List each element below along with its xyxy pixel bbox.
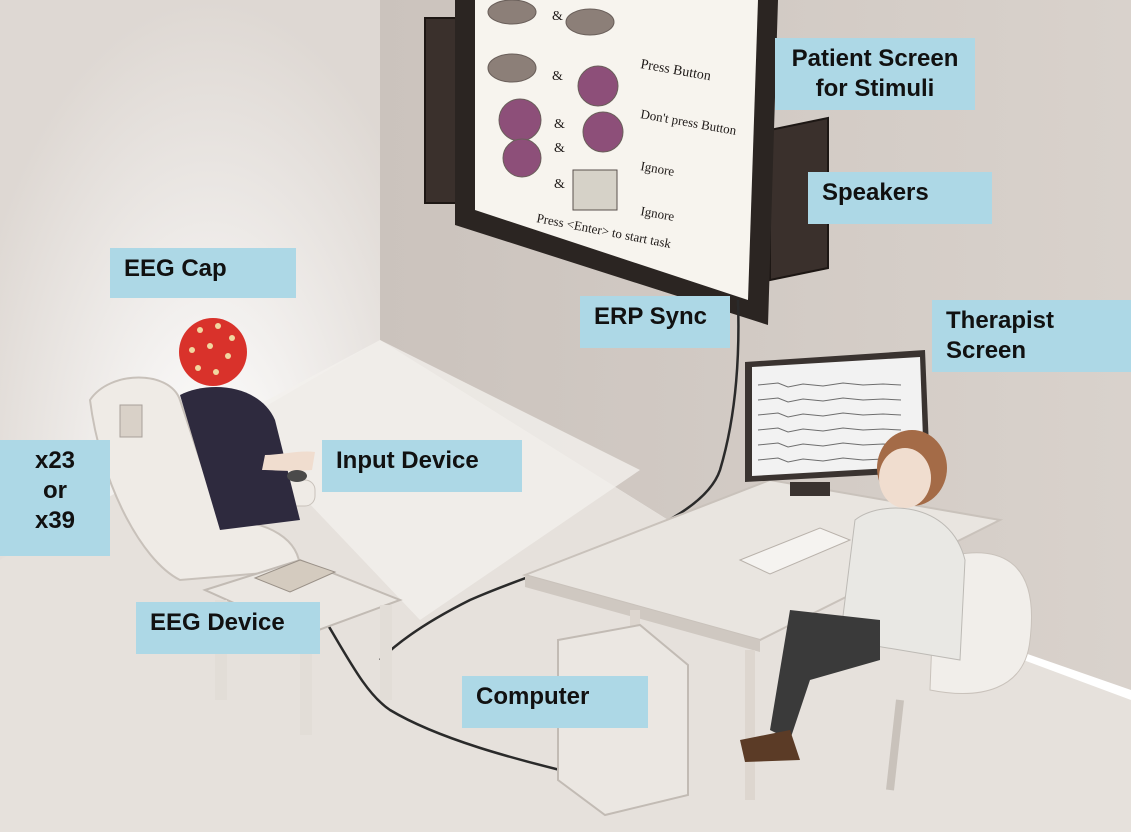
stimulus-amp-1: & bbox=[552, 9, 563, 24]
eeg-traces bbox=[757, 382, 902, 463]
label-eeg-device: EEG Device bbox=[136, 602, 320, 654]
label-channels-line2: or bbox=[43, 477, 67, 504]
desk-front bbox=[525, 575, 760, 652]
patient-figure bbox=[180, 387, 315, 530]
patient-screen-display bbox=[475, 0, 758, 300]
monitor-stand bbox=[790, 482, 830, 496]
label-patient-screen: Patient Screen for Stimuli bbox=[775, 38, 975, 110]
label-input-device: Input Device bbox=[322, 440, 522, 492]
label-channels-line1: x23 bbox=[34, 447, 76, 474]
stimulus-amp-2: & bbox=[552, 69, 563, 84]
label-patient-screen-line1: Patient Screen bbox=[791, 45, 959, 72]
label-therapist-screen: Therapist Screen bbox=[932, 300, 1131, 372]
table-leg-3 bbox=[380, 605, 392, 700]
eeg-cable bbox=[298, 579, 561, 772]
keyboard-icon bbox=[738, 527, 852, 575]
label-erp-sync: ERP Sync bbox=[580, 296, 730, 348]
label-speakers: Speakers bbox=[808, 172, 992, 224]
eeg-cap-icon bbox=[179, 318, 247, 386]
stimulus-images bbox=[487, 0, 624, 211]
label-channels-line3: x39 bbox=[34, 507, 76, 534]
label-channels: x23 or x39 bbox=[0, 440, 110, 556]
stimulus-text-4: Ignore bbox=[639, 158, 675, 179]
table-leg-2 bbox=[300, 635, 312, 735]
stimulus-amp-4: & bbox=[554, 141, 565, 156]
stimulus-text-5: Ignore bbox=[639, 203, 675, 224]
therapist-screen-display bbox=[752, 357, 924, 476]
eeg-device-icon bbox=[253, 559, 337, 593]
label-computer: Computer bbox=[462, 676, 648, 728]
label-therapist-screen-line2: Screen bbox=[946, 337, 1027, 364]
label-patient-screen-line2: for Stimuli bbox=[815, 75, 935, 102]
therapist-chair-post bbox=[886, 699, 904, 791]
label-eeg-cap: EEG Cap bbox=[110, 248, 296, 298]
chair-ear-pad bbox=[119, 404, 143, 438]
desk-leg-2 bbox=[745, 650, 755, 800]
stimulus-amp-5: & bbox=[554, 177, 565, 192]
label-therapist-screen-line1: Therapist bbox=[946, 307, 1055, 334]
therapist-figure bbox=[740, 430, 966, 762]
stimulus-amp-3: & bbox=[554, 117, 565, 132]
